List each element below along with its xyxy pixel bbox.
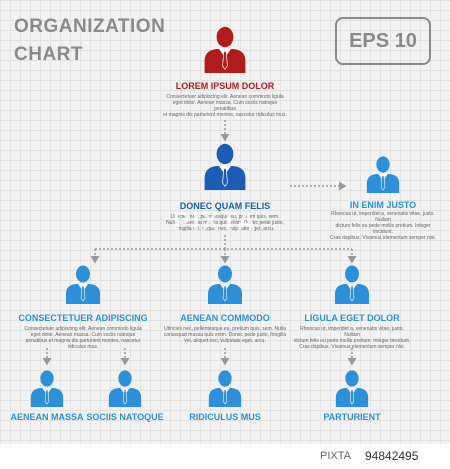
node-label: IN ENIM JUSTO (349, 200, 417, 210)
eps-badge: EPS 10 (335, 17, 431, 65)
chart-title-line1: ORGANIZATION (14, 16, 166, 37)
person-icon (201, 142, 249, 195)
node-description: Ultricies nec, pellentesque eu, pretium … (163, 326, 287, 344)
person-icon (63, 264, 103, 309)
node-label: RIDICULUS MUS (189, 412, 261, 422)
person-icon (333, 369, 371, 412)
node-label: AENEAN MASSA (10, 412, 84, 422)
node-description: Consectetuer adipiscing elit. Aenean com… (163, 94, 287, 118)
footer-bar: PIXTA 94842495 (0, 444, 450, 469)
footer-brand: PIXTA (320, 450, 351, 462)
person-icon (205, 264, 245, 309)
node-label: AENEAN COMMODO (180, 313, 270, 323)
node-label: DONEC QUAM FELIS (179, 201, 271, 211)
node-label: LOREM IPSUM DOLOR (175, 81, 275, 91)
person-icon (206, 369, 244, 412)
node-label: CONSECTETUER ADIPISCING (18, 313, 148, 323)
person-icon (106, 369, 144, 412)
person-icon (201, 25, 249, 78)
node-description: Rhoncus ut, imperdiet a, venenatis vitae… (330, 211, 436, 241)
watermark-text: PIXTA (173, 206, 258, 236)
footer-image-id: 94842495 (365, 449, 419, 463)
node-label: LIGULA EGET DOLOR (304, 313, 400, 323)
person-icon (332, 264, 372, 309)
node-label: PARTURIENT (323, 412, 381, 422)
node-label: SOCIIS NATOQUE (86, 412, 164, 422)
node-description: Rhoncus ut, imperdiet a, venenatis vitae… (293, 326, 411, 350)
person-icon (28, 369, 66, 412)
node-description: Ultricies nec, pellentesque eu, pretium … (166, 214, 284, 232)
person-icon (364, 155, 402, 198)
chart-title-line2: CHART (14, 44, 83, 65)
node-description: Consectetuer adipiscing elit. Aenean com… (24, 326, 142, 350)
